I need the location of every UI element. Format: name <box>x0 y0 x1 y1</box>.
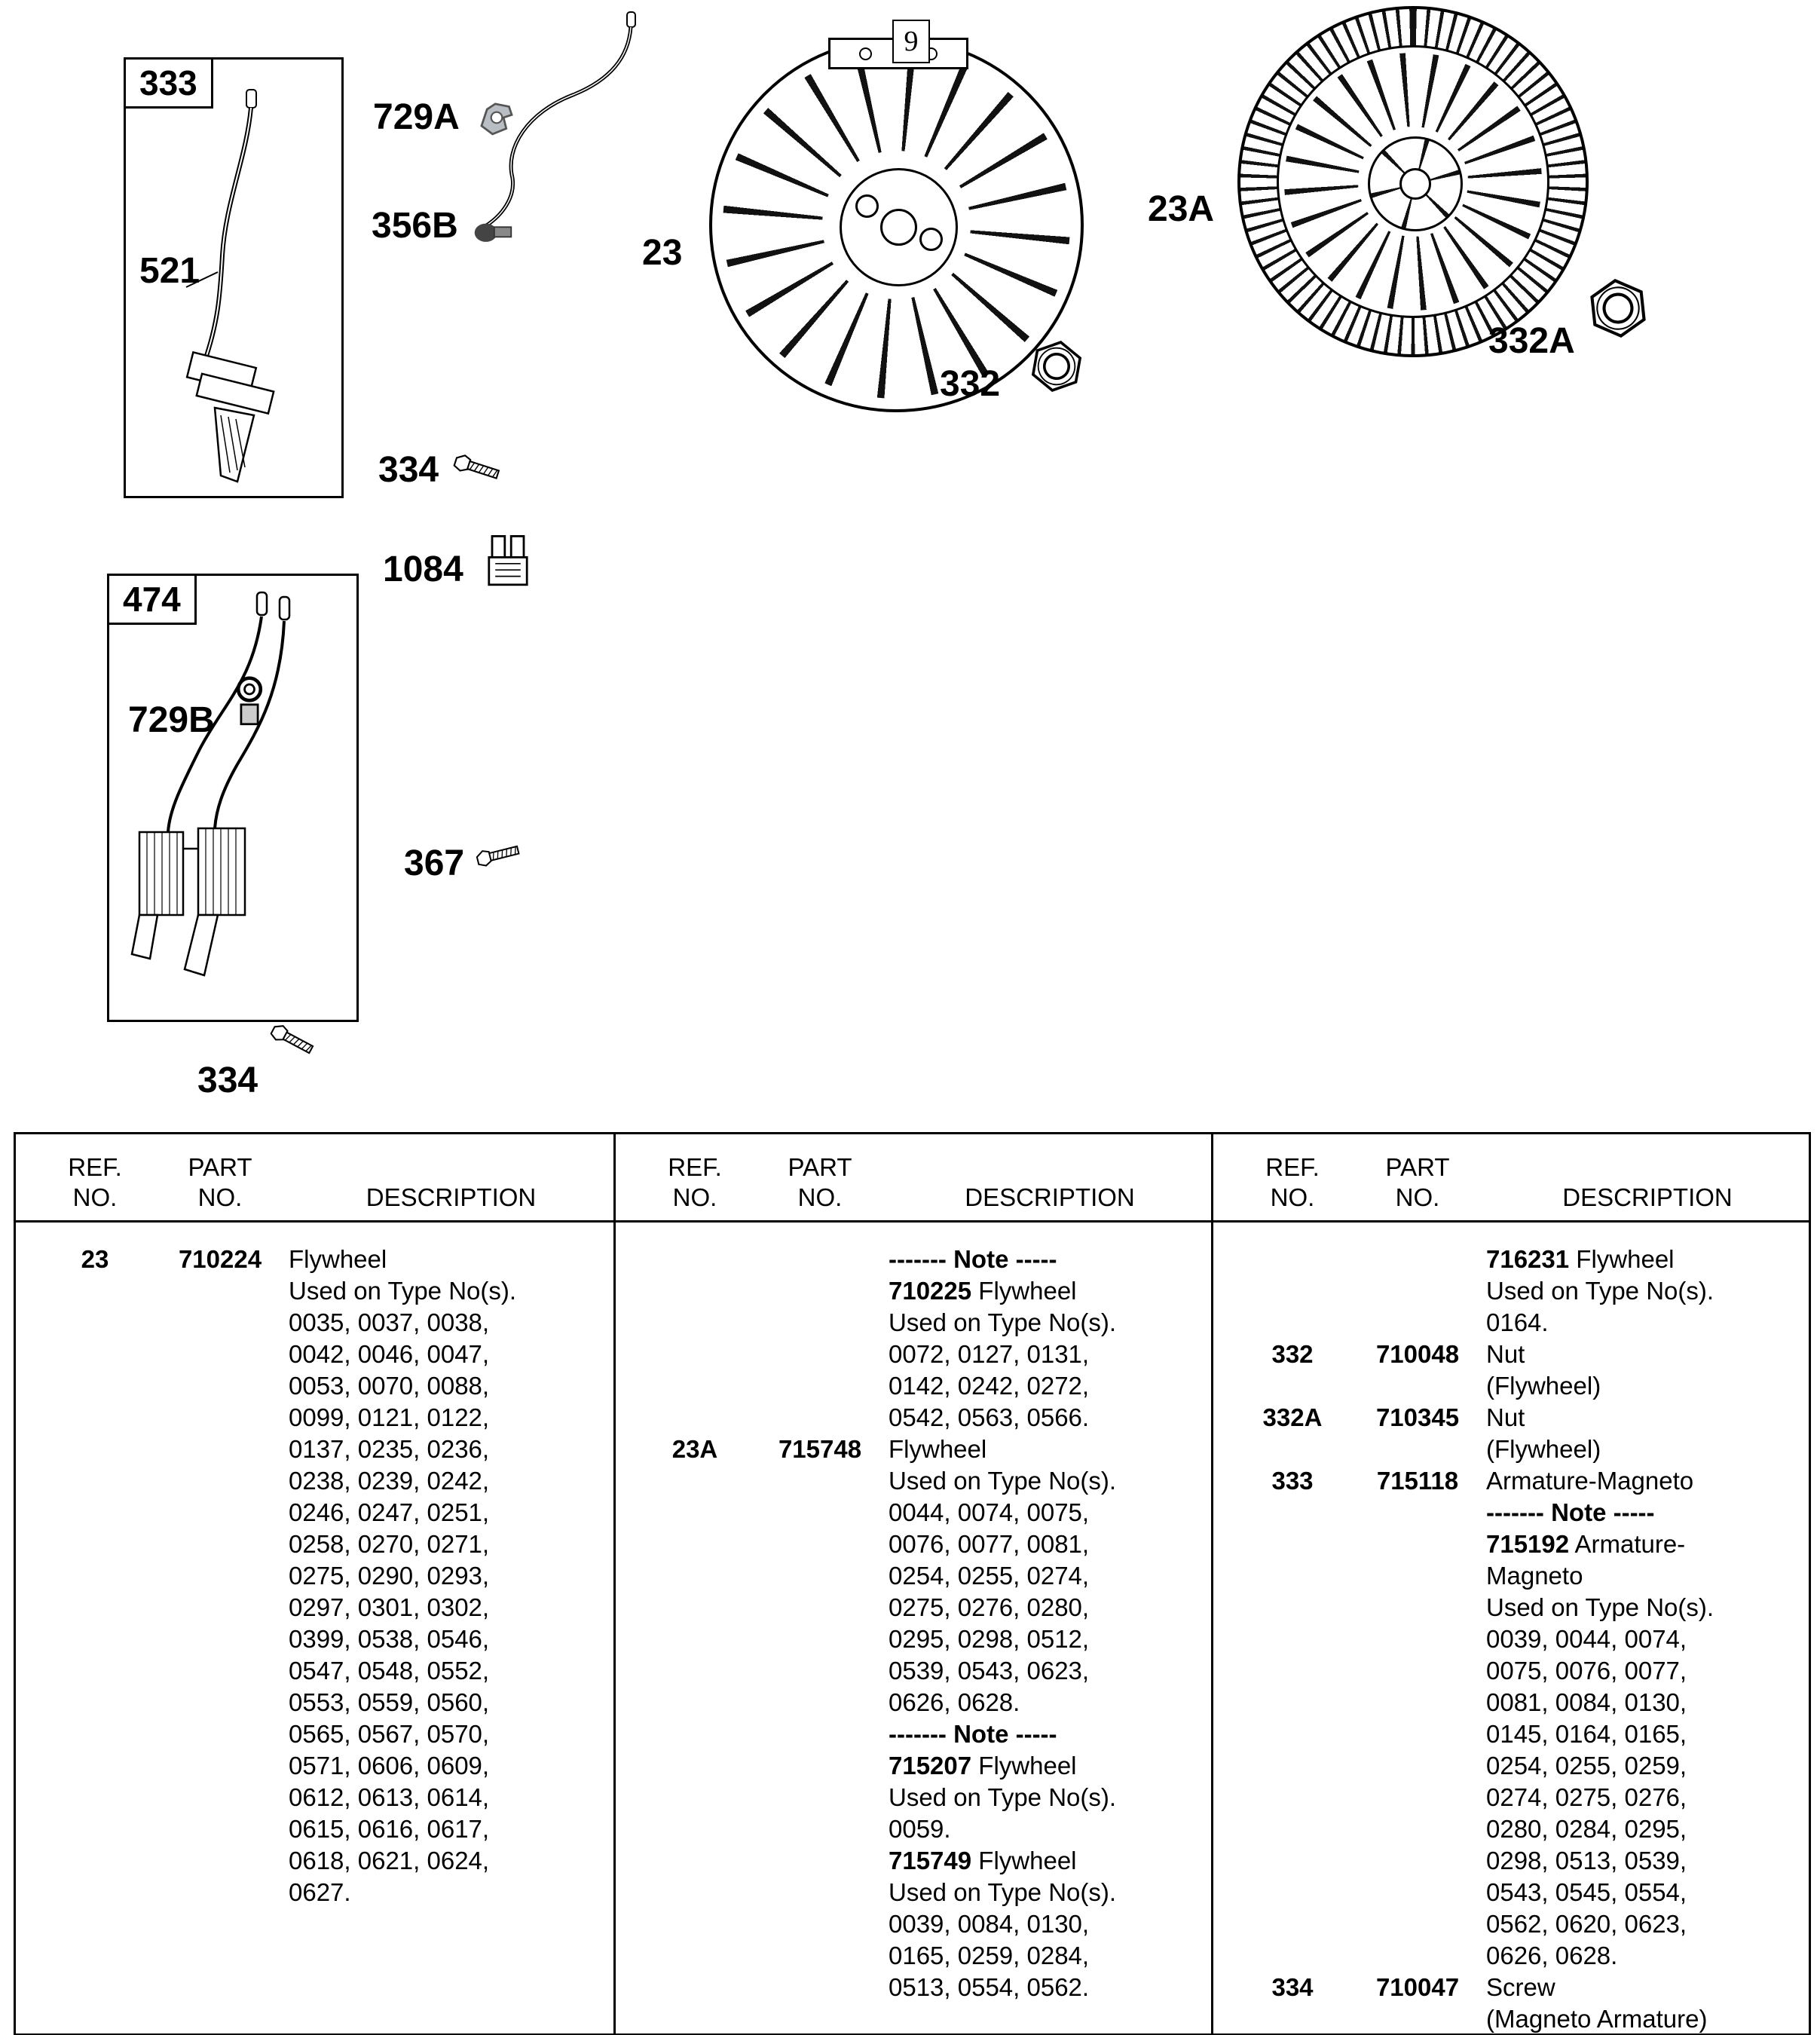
label-332a: 332A <box>1488 321 1575 361</box>
part-description: Nut(Flywheel) <box>1486 1340 1601 1400</box>
spark-plug-wire-drawing <box>484 11 636 228</box>
ignition-coil-drawing <box>130 591 291 977</box>
part-description: Screw(Magneto Armature) <box>1486 1973 1708 2033</box>
label-521: 521 <box>139 251 200 291</box>
clamp-icon <box>480 103 513 136</box>
grommet-icon <box>474 223 512 242</box>
description-header: DESCRIPTION <box>965 1183 1135 1211</box>
part-no: 710224 <box>178 1245 262 1273</box>
ref-no-header: REF.NO. <box>668 1153 722 1211</box>
screw-icon <box>270 1025 314 1054</box>
label-23a: 23A <box>1148 189 1215 229</box>
ref-no-header: REF.NO. <box>68 1153 122 1211</box>
part-no: 715748 <box>778 1435 862 1463</box>
page-number: 9 <box>892 20 930 63</box>
description-header: DESCRIPTION <box>366 1183 537 1211</box>
ref-no: 333 <box>1271 1467 1314 1495</box>
flywheel-center-hole <box>880 209 917 246</box>
part-no: 710345 <box>1375 1403 1460 1431</box>
box-333-label: 333 <box>124 57 213 109</box>
flywheel-nut-icon <box>1031 341 1082 392</box>
ref-no: 23 <box>81 1245 109 1273</box>
box-474-label: 474 <box>107 574 197 625</box>
part-no: 710047 <box>1375 1973 1460 2001</box>
label-729b: 729B <box>128 700 215 740</box>
label-367: 367 <box>404 843 465 883</box>
part-description: Armature-Magneto------- Note -----715192… <box>1486 1467 1714 1969</box>
part-entry: 334 710047 Screw(Magneto Armature) <box>1213 1972 1809 2033</box>
part-entry: 332A 710345 Nut(Flywheel) <box>1213 1402 1809 1465</box>
screw-icon <box>453 454 500 479</box>
label-356b: 356B <box>372 206 458 246</box>
ref-no: 332A <box>1262 1403 1323 1431</box>
ref-no: 23A <box>671 1435 718 1463</box>
armature-333-box: 333 <box>124 57 344 498</box>
label-332: 332 <box>940 364 1001 404</box>
ring-terminal-icon <box>236 676 263 726</box>
label-23: 23 <box>642 233 683 273</box>
armature-474-box: 474 <box>107 574 359 1022</box>
flywheel-angled-drawing <box>1237 6 1589 357</box>
part-entry: 332 710048 Nut(Flywheel) <box>1213 1339 1809 1402</box>
flywheel-nut-icon <box>1590 278 1646 338</box>
label-1084: 1084 <box>383 549 463 589</box>
label-334-bottom: 334 <box>197 1060 258 1100</box>
part-description: Nut(Flywheel) <box>1486 1403 1601 1463</box>
ref-no-header: REF.NO. <box>1265 1153 1320 1211</box>
description-header: DESCRIPTION <box>1562 1183 1733 1211</box>
ref-no: 332 <box>1271 1340 1314 1368</box>
part-no: 715118 <box>1376 1467 1459 1495</box>
ref-no: 334 <box>1271 1973 1314 2001</box>
part-entry: 333 715118 Armature-Magneto------- Note --… <box>1213 1465 1809 1972</box>
screw-icon <box>476 845 520 867</box>
part-no: 710048 <box>1375 1340 1460 1368</box>
terminal-icon <box>488 535 528 586</box>
label-729a: 729A <box>373 97 460 137</box>
flywheel-front-drawing <box>709 38 1084 412</box>
magneto-armature-drawing <box>185 89 275 483</box>
label-334-top: 334 <box>378 450 439 490</box>
